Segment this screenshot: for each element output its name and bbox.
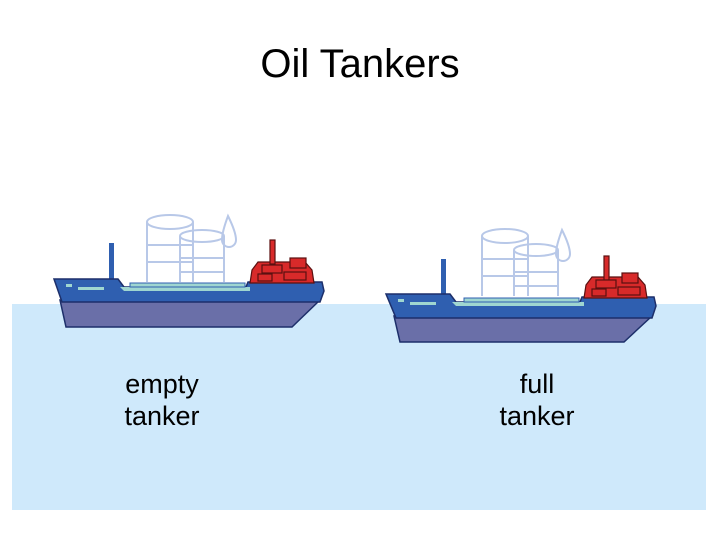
full-tanker-ship bbox=[384, 227, 657, 343]
mast-icon bbox=[109, 243, 114, 283]
label-line: full bbox=[519, 369, 555, 399]
label-line: tanker bbox=[124, 401, 200, 431]
hull-lower bbox=[393, 315, 654, 343]
deck-stripe bbox=[452, 302, 584, 306]
oil-tank-icon bbox=[146, 213, 238, 282]
empty-tanker-label: empty tanker bbox=[62, 368, 262, 432]
label-line: empty bbox=[125, 369, 199, 399]
hull-lower bbox=[59, 299, 322, 328]
superstructure bbox=[583, 255, 648, 299]
slide-title: Oil Tankers bbox=[260, 42, 460, 86]
superstructure bbox=[249, 239, 315, 284]
mast-icon bbox=[441, 259, 446, 299]
empty-tanker-ship bbox=[52, 213, 325, 328]
label-line: tanker bbox=[499, 401, 575, 431]
full-tanker-label: full tanker bbox=[437, 368, 637, 432]
deck-stripe bbox=[120, 287, 250, 291]
oil-tank-icon bbox=[481, 227, 572, 296]
